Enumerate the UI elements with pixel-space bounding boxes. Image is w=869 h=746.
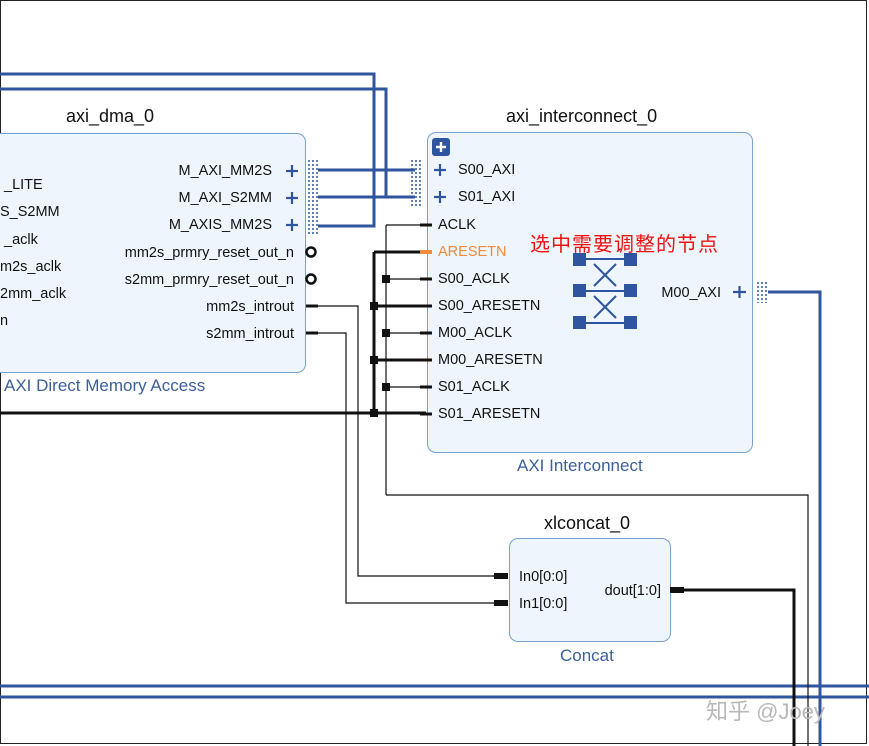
- concat-pin-dout: dout[1:0]: [604, 583, 661, 599]
- concat-subtitle: Concat: [560, 646, 614, 665]
- signal-nets: [0, 224, 809, 746]
- ic-pin-m00-axi: M00_AXI: [661, 285, 721, 301]
- dma-left-pin: n: [0, 313, 9, 329]
- xlconcat-block[interactable]: [509, 538, 671, 642]
- interconnect-subtitle: AXI Interconnect: [517, 456, 643, 475]
- ic-pin-s01-aclk: S01_ACLK: [438, 379, 510, 395]
- concat-port-symbols: [494, 573, 684, 606]
- interconnect-instance-name: axi_interconnect_0: [506, 106, 658, 126]
- crossbar-icon: [573, 253, 637, 329]
- dma-pin-s2mm-introut: s2mm_introut: [206, 326, 294, 342]
- dma-pin-s2mm-reset: s2mm_prmry_reset_out_n: [124, 272, 294, 288]
- ic-pin-s01-axi: S01_AXI: [458, 189, 516, 205]
- dma-pin-mm2s-reset: mm2s_prmry_reset_out_n: [124, 245, 294, 261]
- dma-port-symbols: [286, 165, 318, 335]
- axi-interconnect-block[interactable]: [427, 132, 753, 453]
- m00-axi-plus-icon: [733, 286, 746, 298]
- concat-instance-name: xlconcat_0: [544, 513, 631, 533]
- dma-left-pin: m2s_aclk: [0, 259, 62, 275]
- concat-pin-in1: In1[0:0]: [519, 596, 568, 612]
- dma-left-pin: S_S2MM: [0, 204, 60, 220]
- dma-pin-m-axis-mm2s: M_AXIS_MM2S: [168, 217, 272, 233]
- bus-m00-axi: [768, 290, 822, 746]
- concat-pin-in0: In0[0:0]: [519, 569, 568, 585]
- ic-pin-s00-aclk: S00_ACLK: [438, 271, 510, 287]
- bus-connectors: [308, 160, 767, 303]
- dma-pin-mm2s-introut: mm2s_introut: [206, 299, 294, 315]
- dma-left-pin: _LITE: [4, 177, 43, 193]
- ic-pin-m00-aresetn: M00_ARESETN: [438, 352, 543, 368]
- ic-pin-aclk: ACLK: [438, 217, 476, 233]
- dma-pin-m-axi-s2mm: M_AXI_S2MM: [178, 190, 272, 206]
- interconnect-port-symbols: [420, 138, 450, 416]
- dma-left-pin: 2mm_aclk: [0, 286, 67, 302]
- axi-dma-block[interactable]: [0, 133, 306, 373]
- ic-pin-s01-aresetn: S01_ARESETN: [438, 406, 541, 422]
- dma-pin-m-axi-mm2s: M_AXI_MM2S: [178, 163, 272, 179]
- dma-left-pin: _aclk: [4, 232, 38, 248]
- dma-subtitle: AXI Direct Memory Access: [4, 376, 206, 395]
- annotation-text: 选中需要调整的节点: [530, 234, 719, 256]
- ic-pin-s00-axi: S00_AXI: [458, 162, 516, 178]
- ic-pin-aresetn[interactable]: ARESETN: [438, 244, 507, 260]
- ic-pin-m00-aclk: M00_ACLK: [438, 325, 513, 341]
- net-junctions: [370, 275, 390, 417]
- bus-top-loop: [0, 72, 376, 228]
- axi-bus-wires: [0, 72, 869, 746]
- watermark: 知乎 @Joey: [706, 699, 825, 724]
- dma-instance-name: axi_dma_0: [66, 106, 155, 126]
- ic-pin-s00-aresetn: S00_ARESETN: [438, 298, 541, 314]
